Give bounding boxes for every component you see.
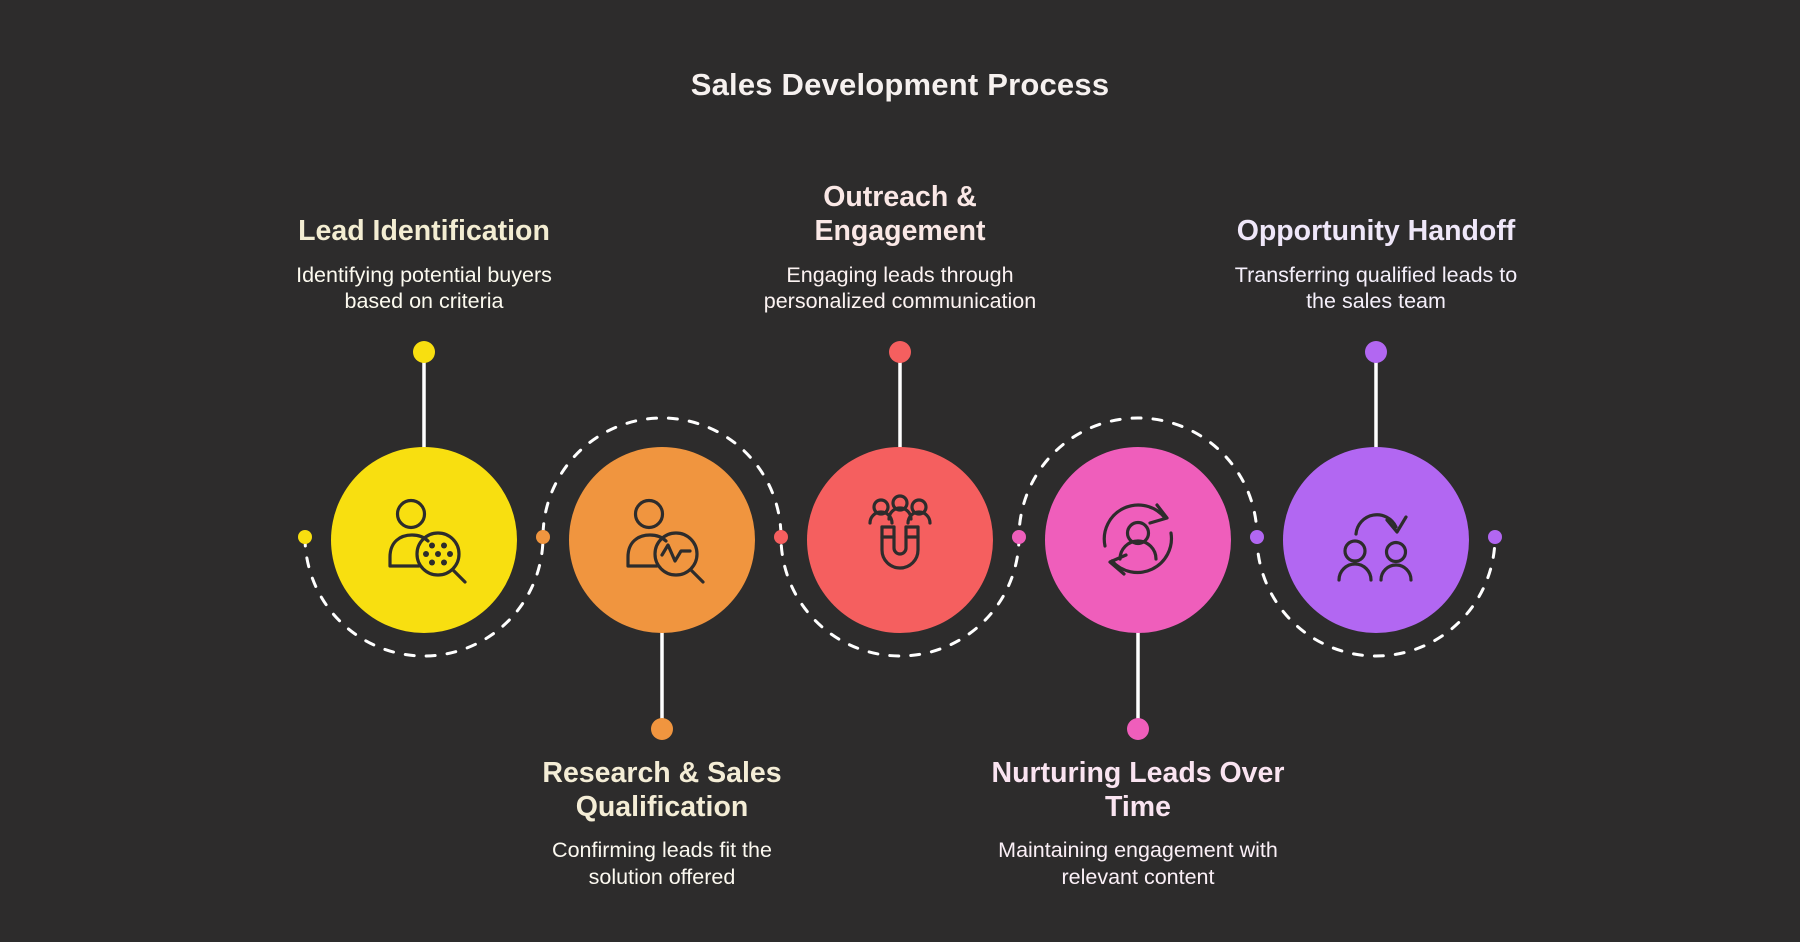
path-node-dot bbox=[1250, 530, 1264, 544]
stage-description: Engaging leads through personalized comm… bbox=[763, 262, 1037, 313]
stage-label-lead-identification: Lead Identification Identifying potentia… bbox=[244, 214, 604, 314]
path-node-dot bbox=[774, 530, 788, 544]
stage-title: Opportunity Handoff bbox=[1236, 215, 1516, 248]
stage-title: Lead Identification bbox=[298, 215, 550, 248]
stage-marker-dot bbox=[889, 341, 911, 363]
stage-label-research-qualification: Research & Sales Qualification Confirmin… bbox=[482, 756, 842, 890]
path-node-dot bbox=[1012, 530, 1026, 544]
people-handoff-icon bbox=[1337, 513, 1413, 582]
stage-label-opportunity-handoff: Opportunity Handoff Transferring qualifi… bbox=[1196, 214, 1556, 314]
stage-title: Nurturing Leads Over Time bbox=[991, 757, 1285, 824]
stage-circle-opportunity-handoff bbox=[1283, 447, 1469, 633]
stage-marker-dot bbox=[413, 341, 435, 363]
stage-description: Maintaining engagement with relevant con… bbox=[998, 838, 1278, 889]
path-node-dot bbox=[1488, 530, 1502, 544]
person-analytics-icon bbox=[626, 498, 705, 584]
path-node-dot bbox=[536, 530, 550, 544]
stage-label-nurturing-leads: Nurturing Leads Over Time Maintaining en… bbox=[958, 756, 1318, 890]
stage-marker-dot bbox=[1127, 718, 1149, 740]
stage-description: Identifying potential buyers based on cr… bbox=[296, 262, 552, 313]
serpentine-path bbox=[303, 416, 1497, 658]
path-node-dot bbox=[298, 530, 312, 544]
stage-description: Confirming leads fit the solution offere… bbox=[552, 838, 772, 889]
stage-marker-dot bbox=[1365, 341, 1387, 363]
stage-description: Transferring qualified leads to the sale… bbox=[1234, 262, 1518, 313]
magnet-people-icon bbox=[868, 494, 932, 570]
stage-title: Research & Sales Qualification bbox=[542, 757, 782, 824]
stage-circle-outreach-engagement bbox=[807, 447, 993, 633]
page-title: Sales Development Process bbox=[690, 66, 1110, 102]
stage-label-outreach-engagement: Outreach & Engagement Engaging leads thr… bbox=[720, 180, 1080, 314]
stage-marker-dot bbox=[651, 718, 673, 740]
stage-title: Outreach & Engagement bbox=[814, 181, 986, 248]
person-cycle-icon bbox=[1102, 503, 1174, 576]
person-search-icon bbox=[388, 498, 467, 584]
